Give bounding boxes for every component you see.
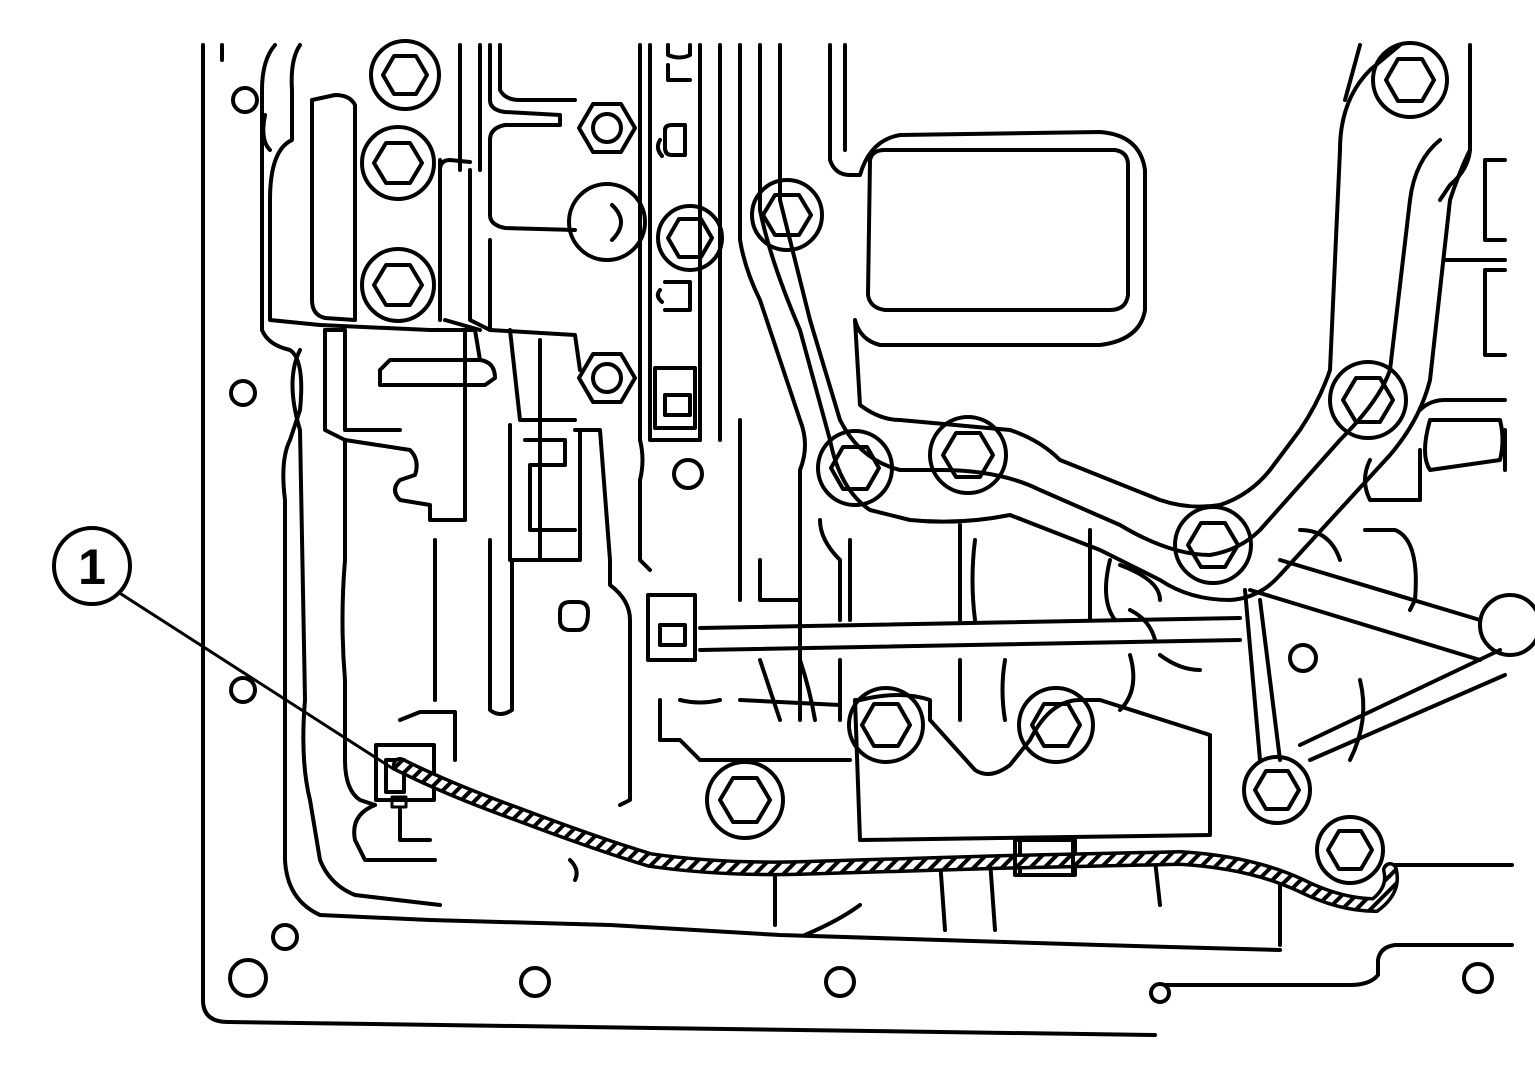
bolt-10	[928, 415, 1008, 495]
center-valve-rails	[488, 43, 807, 807]
accumulator-boss	[567, 182, 647, 262]
callout-label: 1	[78, 539, 106, 595]
bolt-17	[1315, 815, 1385, 885]
upper-left-plates	[310, 93, 482, 332]
callout-1: 1	[52, 526, 396, 772]
lower-passages	[658, 418, 1242, 762]
upper-right-frame	[758, 43, 1472, 602]
right-side-plates	[1243, 158, 1507, 762]
bolt-6	[656, 204, 724, 272]
harness-clamp	[1013, 838, 1075, 877]
bolt-group	[360, 39, 1535, 885]
bolt-7	[750, 178, 824, 252]
bolt-1	[369, 39, 441, 111]
bolt-14	[1017, 686, 1095, 764]
bolt-15	[705, 760, 785, 840]
bolt-3	[360, 247, 436, 323]
bolt-5	[577, 352, 637, 404]
bolt-18	[1478, 593, 1535, 657]
bolt-2	[360, 125, 436, 201]
callout-leader-line	[117, 590, 396, 772]
bolt-13	[847, 686, 925, 764]
solenoid-housing	[568, 693, 1282, 947]
bolt-11	[1328, 360, 1408, 440]
bolt-12	[1173, 505, 1253, 585]
case-holes	[228, 86, 1494, 1004]
wiring-harness	[392, 757, 1399, 914]
callout-circle	[52, 526, 132, 606]
left-channel-outlines	[260, 43, 1282, 952]
bolt-9	[816, 429, 894, 507]
bolt-16	[1242, 755, 1312, 825]
bolt-8	[1371, 41, 1449, 119]
bolt-4	[577, 102, 637, 154]
